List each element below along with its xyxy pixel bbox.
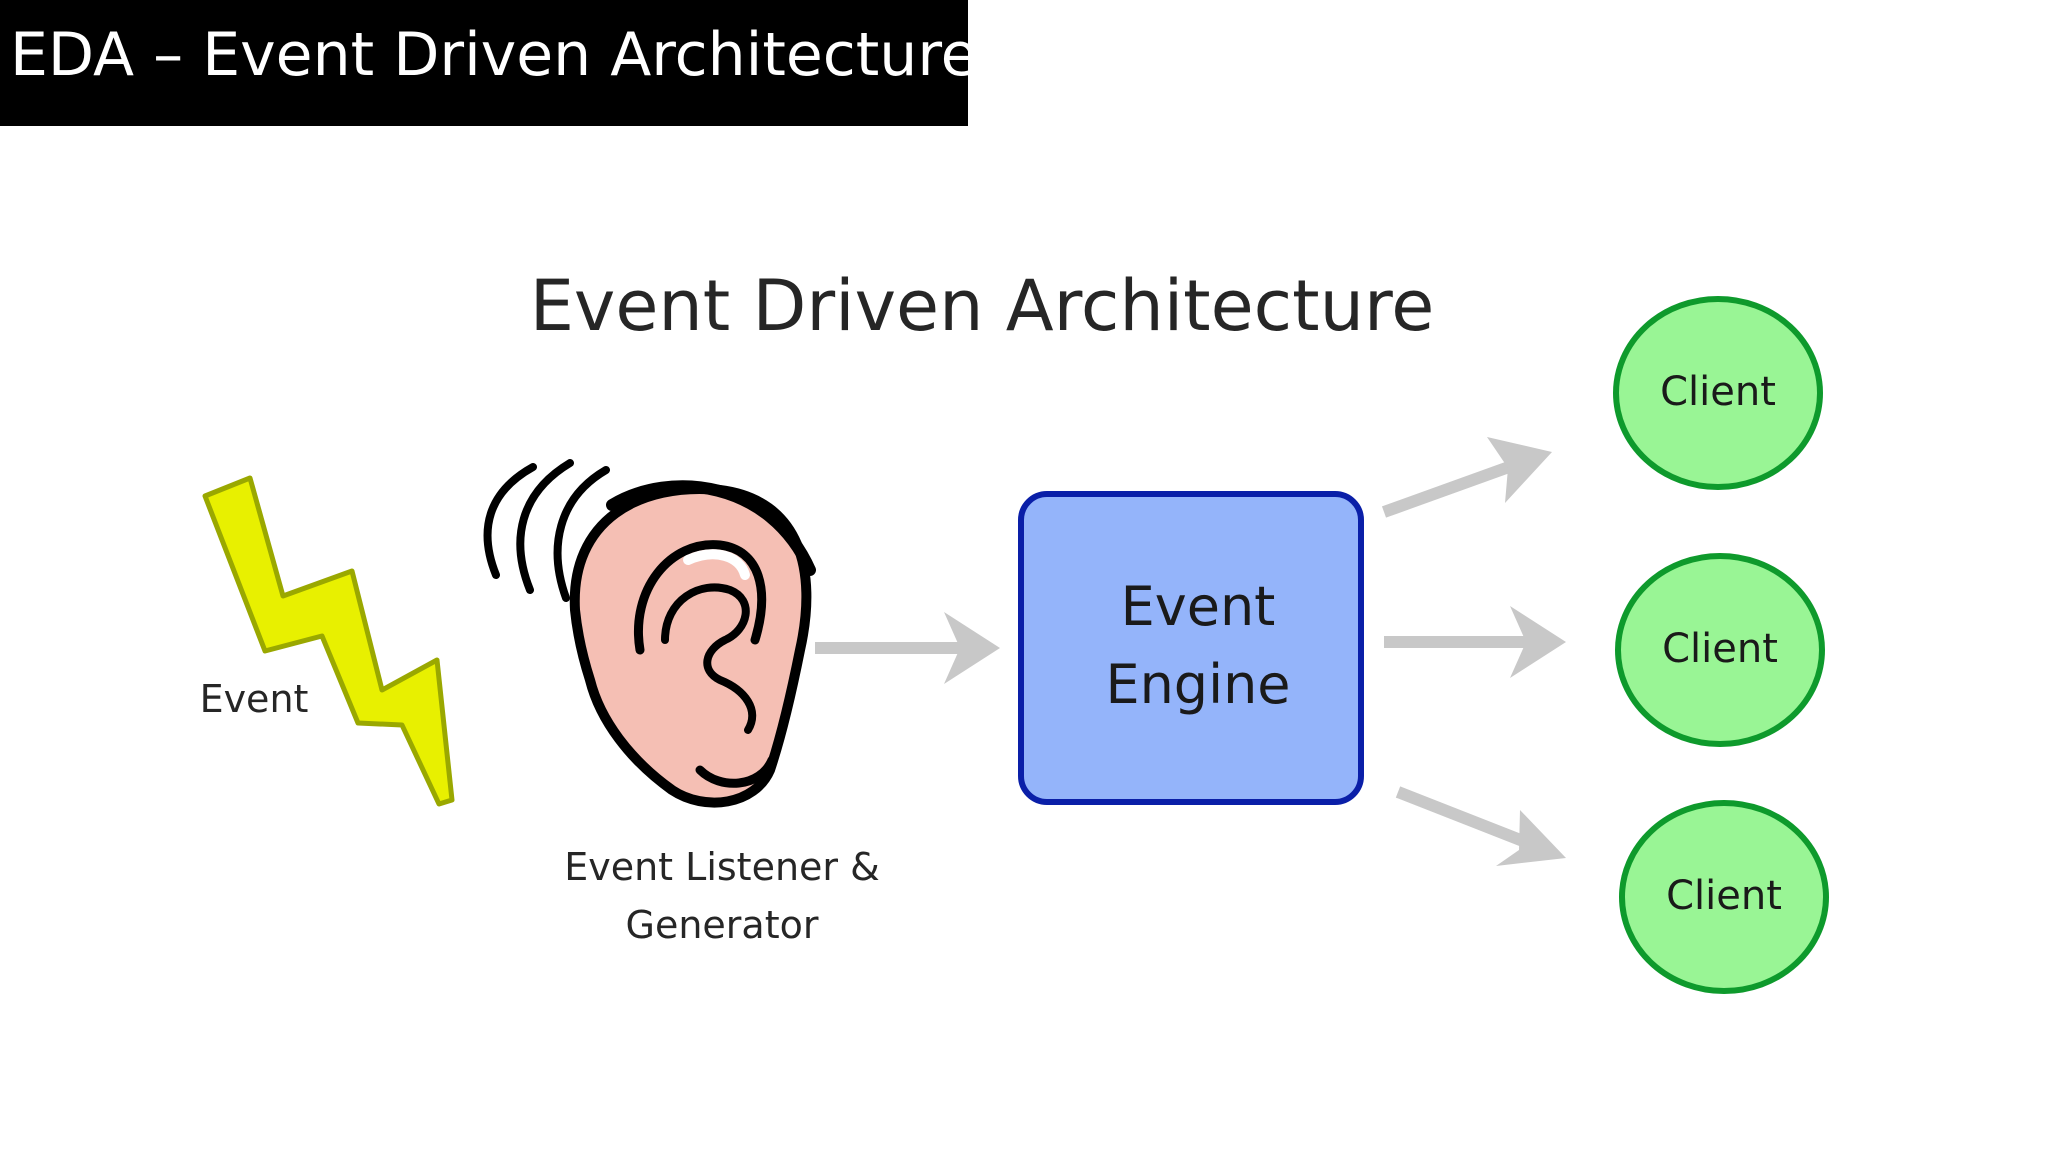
lightning-bolt-icon <box>202 475 455 807</box>
event-engine-box <box>1018 491 1364 805</box>
engine-label-line1: Event <box>1121 575 1276 638</box>
slide-title: EDA – Event Driven Architecture <box>10 20 978 90</box>
client-node-3: Client <box>1619 800 1829 994</box>
client-node-2: Client <box>1615 553 1825 747</box>
client-label-3: Client <box>1666 873 1782 919</box>
event-label: Event <box>200 677 309 721</box>
diagram-heading: Event Driven Architecture <box>530 265 1435 347</box>
client-label-1: Client <box>1660 369 1776 415</box>
ear-icon <box>483 459 816 808</box>
arrow-engine-to-client-1 <box>1381 437 1552 518</box>
title-bar: EDA – Event Driven Architecture <box>0 0 978 126</box>
arrow-engine-to-client-2 <box>1384 606 1566 678</box>
client-label-2: Client <box>1662 626 1778 672</box>
arrow-engine-to-client-3 <box>1395 786 1566 866</box>
engine-label-line2: Engine <box>1105 653 1290 716</box>
listener-label-line1: Event Listener & <box>564 845 880 889</box>
listener-label-line2: Generator <box>626 903 819 947</box>
client-node-1: Client <box>1613 296 1823 490</box>
arrow-listener-to-engine <box>815 612 1000 684</box>
